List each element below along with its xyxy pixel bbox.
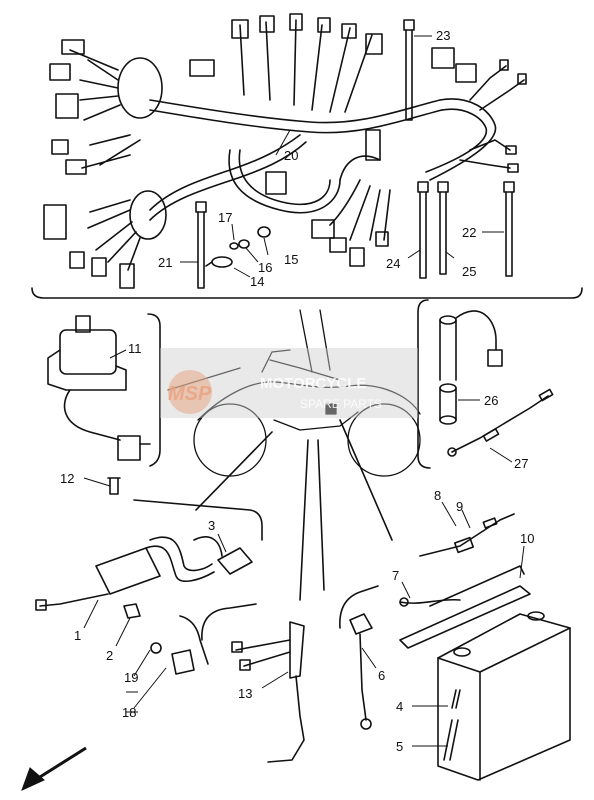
part-label-21: 21 bbox=[158, 255, 172, 270]
part-label-14: 14 bbox=[250, 274, 264, 289]
part-label-25: 25 bbox=[462, 264, 476, 279]
part-label-15: 15 bbox=[284, 252, 298, 267]
battery bbox=[437, 611, 571, 781]
breather-hose-5 bbox=[443, 719, 459, 761]
part-label-20: 20 bbox=[284, 148, 298, 163]
part-label-8: 8 bbox=[434, 488, 441, 503]
switch-group-bracket bbox=[179, 615, 209, 665]
part-label-17: 17 bbox=[218, 210, 232, 225]
washer-17 bbox=[229, 242, 239, 250]
watermark-globe-icon bbox=[168, 370, 212, 414]
grommet-15 bbox=[257, 226, 271, 238]
right-group-bracket bbox=[417, 299, 431, 469]
part-label-10: 10 bbox=[520, 531, 534, 546]
battery-group-bracket bbox=[339, 585, 379, 629]
part-label-18: 18 bbox=[122, 705, 136, 720]
watermark-logo: MSP bbox=[168, 383, 212, 405]
fuse-holder-8 bbox=[419, 513, 515, 557]
wire-harness bbox=[43, 13, 527, 289]
cable-tie-25 bbox=[437, 181, 449, 275]
part-label-19: 19 bbox=[124, 670, 138, 685]
part-label-5: 5 bbox=[396, 739, 403, 754]
switch-13 bbox=[231, 621, 305, 763]
part-label-26: 26 bbox=[484, 393, 498, 408]
part-label-13: 13 bbox=[238, 686, 252, 701]
cable-tie-22 bbox=[503, 181, 515, 277]
battery-lead-6 bbox=[349, 613, 373, 730]
watermark-line-2: SPARE PARTS bbox=[300, 397, 382, 411]
bolt-12 bbox=[107, 477, 121, 495]
part-label-6: 6 bbox=[378, 668, 385, 683]
watermark: MSP MOTORCYCLE SPARE PARTS bbox=[160, 348, 418, 418]
upper-group-bracket bbox=[31, 287, 583, 299]
main-switch-11 bbox=[47, 315, 151, 461]
part-label-27: 27 bbox=[514, 456, 528, 471]
bolt-2 bbox=[123, 603, 141, 619]
part-label-9: 9 bbox=[456, 499, 463, 514]
part-label-7: 7 bbox=[392, 568, 399, 583]
part-label-16: 16 bbox=[258, 260, 272, 275]
coil-group-bracket bbox=[133, 499, 263, 541]
part-label-4: 4 bbox=[396, 699, 403, 714]
ignition-coil-1 bbox=[35, 536, 215, 611]
breather-hose-4 bbox=[451, 689, 461, 709]
part-label-1: 1 bbox=[74, 628, 81, 643]
part-label-12: 12 bbox=[60, 471, 74, 486]
part-number-labels: 1 2 3 4 5 6 7 8 9 10 11 12 13 14 15 16 1… bbox=[60, 28, 534, 754]
battery-band-10 bbox=[399, 565, 531, 649]
clamp-14 bbox=[205, 256, 233, 268]
cable-tie-21 bbox=[195, 201, 207, 289]
lead-27 bbox=[447, 388, 554, 457]
sleeve-26 bbox=[439, 310, 503, 425]
collar-16 bbox=[238, 239, 250, 249]
front-direction-arrow-icon bbox=[21, 746, 87, 791]
part-label-3: 3 bbox=[208, 518, 215, 533]
lead-7 bbox=[399, 597, 461, 607]
neutral-switch-18 bbox=[150, 642, 195, 675]
part-label-24: 24 bbox=[386, 256, 400, 271]
cable-tie-24 bbox=[417, 181, 429, 279]
fuse-9 bbox=[482, 517, 498, 529]
part-label-22: 22 bbox=[462, 225, 476, 240]
part-label-11: 11 bbox=[128, 341, 142, 356]
part-label-23: 23 bbox=[436, 28, 450, 43]
switch-13-bracket bbox=[201, 603, 257, 641]
cable-tie-23 bbox=[403, 19, 415, 121]
part-label-2: 2 bbox=[106, 648, 113, 663]
left-group-bracket bbox=[147, 313, 161, 467]
watermark-line-1: MOTORCYCLE bbox=[260, 375, 366, 392]
plug-cap-3 bbox=[193, 536, 253, 575]
